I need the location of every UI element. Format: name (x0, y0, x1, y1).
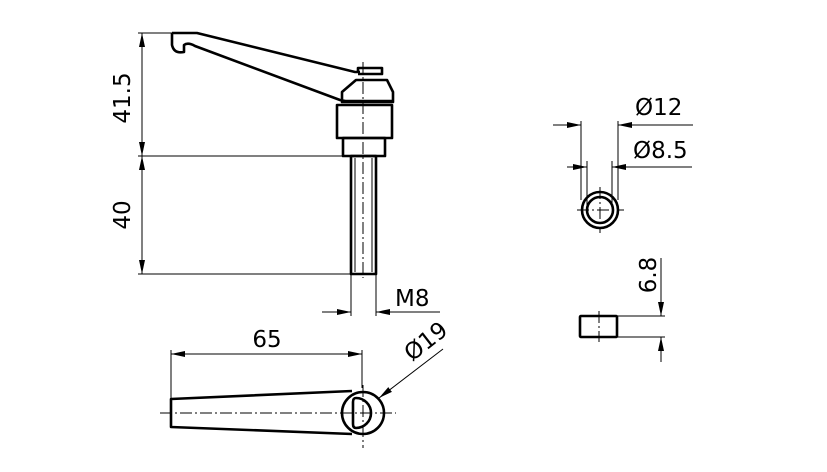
dim-height-upper: 41.5 (110, 72, 136, 123)
dim-inner-diameter: Ø8.5 (633, 138, 688, 164)
dim-length: 65 (252, 327, 281, 353)
lever-nut (341, 136, 387, 158)
lever-side-view: 41.5 40 M8 (110, 31, 440, 316)
dim-shaft-length: 40 (110, 200, 136, 229)
washer-side-view: 6.8 (578, 257, 665, 362)
lever-body (335, 103, 394, 140)
dim-thickness: 6.8 (636, 257, 662, 294)
dim-thread: M8 (395, 286, 429, 312)
lever-cap (356, 66, 384, 76)
dim-outer-diameter: Ø12 (635, 95, 682, 121)
dim-hub-diameter: Ø19 (400, 317, 453, 367)
washer-top-view: Ø12 Ø8.5 (553, 95, 693, 233)
lever-knob (340, 78, 395, 104)
lever-bottom-view: 65 Ø19 (160, 317, 453, 448)
lever-handle (170, 31, 360, 103)
hub-d-shape (351, 396, 373, 430)
